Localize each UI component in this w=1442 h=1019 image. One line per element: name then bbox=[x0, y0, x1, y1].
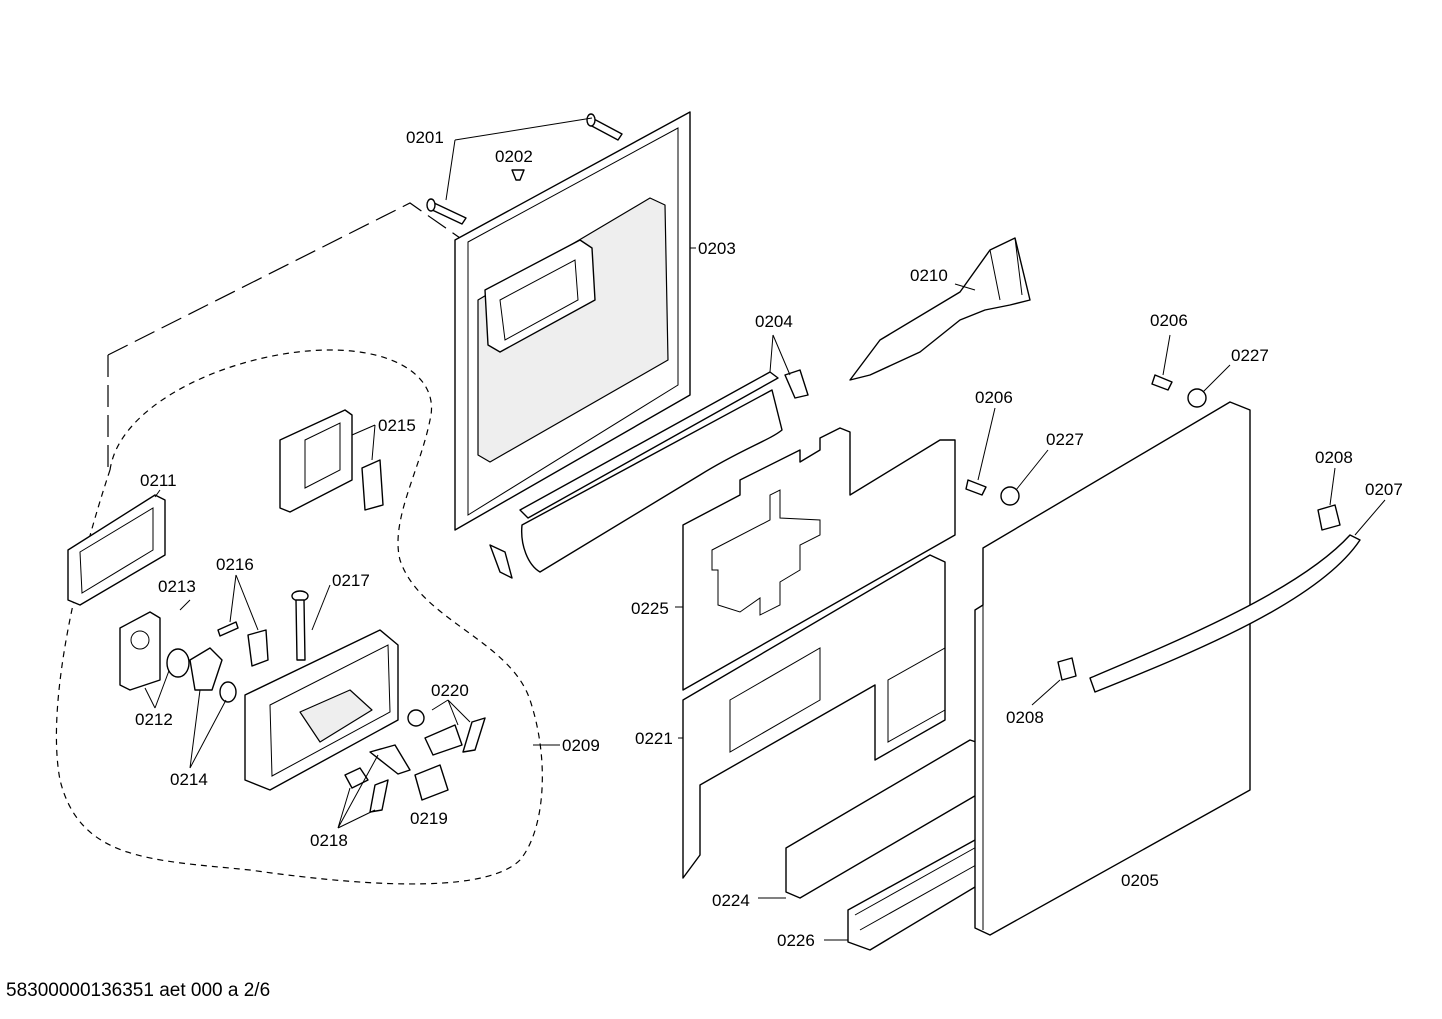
leader-0204 bbox=[769, 334, 791, 376]
leader-0215 bbox=[351, 424, 376, 461]
leader-0218 bbox=[337, 754, 379, 829]
callout-0213: 0213 bbox=[158, 577, 196, 596]
callout-0218: 0218 bbox=[310, 831, 348, 850]
callout-0210: 0210 bbox=[910, 266, 948, 285]
insulation-0225 bbox=[682, 427, 956, 691]
lever-0220 bbox=[424, 724, 463, 756]
callout-0216: 0216 bbox=[216, 555, 254, 574]
leader-0227-right bbox=[1202, 364, 1231, 393]
module-0215 bbox=[279, 409, 384, 513]
seal-frame-0211 bbox=[67, 494, 166, 606]
oring-0214 bbox=[219, 681, 237, 703]
screw-0206-right bbox=[1151, 374, 1173, 391]
clip-0218 bbox=[344, 767, 369, 789]
leader-0207 bbox=[1354, 499, 1386, 536]
callout-0209: 0209 bbox=[562, 736, 600, 755]
switch-0219 bbox=[414, 764, 449, 801]
nozzle-0214 bbox=[189, 647, 223, 691]
callout-0207: 0207 bbox=[1365, 480, 1403, 499]
spring-0218 bbox=[369, 779, 389, 813]
callout-0227-right: 0227 bbox=[1231, 346, 1269, 365]
lever-0218 bbox=[369, 744, 411, 775]
ball-0220 bbox=[407, 709, 425, 727]
handle-0207 bbox=[1089, 534, 1361, 693]
callout-0214: 0214 bbox=[170, 770, 208, 789]
callout-0226: 0226 bbox=[777, 931, 815, 950]
callout-0205: 0205 bbox=[1121, 871, 1159, 890]
screw-0201-top bbox=[586, 113, 623, 141]
callout-0208-left: 0208 bbox=[1006, 708, 1044, 727]
leader-0206-right bbox=[1162, 334, 1171, 376]
hinge-bracket-0210 bbox=[849, 237, 1031, 381]
spring-0216 bbox=[217, 621, 269, 667]
housing-0212 bbox=[119, 611, 161, 691]
leader-0206-left bbox=[977, 407, 996, 481]
handle-endcap-0208-left bbox=[1057, 657, 1077, 681]
leader-0208-right bbox=[1329, 467, 1336, 506]
screw-0202 bbox=[511, 169, 525, 181]
leader-0213 bbox=[179, 599, 191, 611]
screw-0206-left bbox=[965, 479, 987, 496]
leader-0217 bbox=[311, 584, 331, 631]
leader-0211 bbox=[154, 489, 161, 498]
leader-0220 bbox=[431, 699, 471, 726]
ring-0214 bbox=[166, 648, 190, 678]
leader-0208-left bbox=[1031, 679, 1061, 706]
leader-0212 bbox=[144, 667, 171, 709]
callout-0219: 0219 bbox=[410, 809, 448, 828]
callout-0220: 0220 bbox=[431, 681, 469, 700]
screw-0201-left bbox=[426, 198, 467, 225]
callout-0204: 0204 bbox=[755, 312, 793, 331]
callout-0215: 0215 bbox=[378, 416, 416, 435]
leader-0214 bbox=[189, 689, 227, 769]
door-trim-0204 bbox=[489, 369, 809, 579]
callout-0217: 0217 bbox=[332, 571, 370, 590]
leader-0211-group bbox=[107, 202, 461, 356]
assembly-group-outline bbox=[55, 349, 543, 885]
callout-0225: 0225 bbox=[631, 599, 669, 618]
pin-0217 bbox=[291, 590, 309, 661]
leader-0227-left bbox=[1015, 449, 1049, 491]
callout-0206-right: 0206 bbox=[1150, 311, 1188, 330]
leader-0201 bbox=[445, 117, 593, 201]
callout-0211: 0211 bbox=[140, 471, 177, 490]
callout-0208-right: 0208 bbox=[1315, 448, 1353, 467]
washer-0227-right bbox=[1187, 388, 1207, 408]
spring-0220 bbox=[462, 717, 486, 753]
leader-0216 bbox=[229, 574, 259, 631]
document-id: 58300000136351 aet 000 a 2/6 bbox=[6, 980, 271, 1001]
inner-door-0203 bbox=[454, 111, 691, 531]
dispenser-body-0209 bbox=[244, 629, 399, 791]
callout-0221: 0221 bbox=[635, 729, 673, 748]
callout-0201: 0201 bbox=[406, 128, 444, 147]
leader-0210 bbox=[954, 283, 976, 291]
callout-0212: 0212 bbox=[135, 710, 173, 729]
insulation-0221 bbox=[682, 554, 946, 879]
handle-endcap-0208-right bbox=[1317, 504, 1341, 531]
washer-0227-left bbox=[1000, 486, 1020, 506]
callout-0224: 0224 bbox=[712, 891, 750, 910]
callout-0203: 0203 bbox=[698, 239, 736, 258]
callout-0206-left: 0206 bbox=[975, 388, 1013, 407]
callout-0202: 0202 bbox=[495, 147, 533, 166]
callout-0227-left: 0227 bbox=[1046, 430, 1084, 449]
